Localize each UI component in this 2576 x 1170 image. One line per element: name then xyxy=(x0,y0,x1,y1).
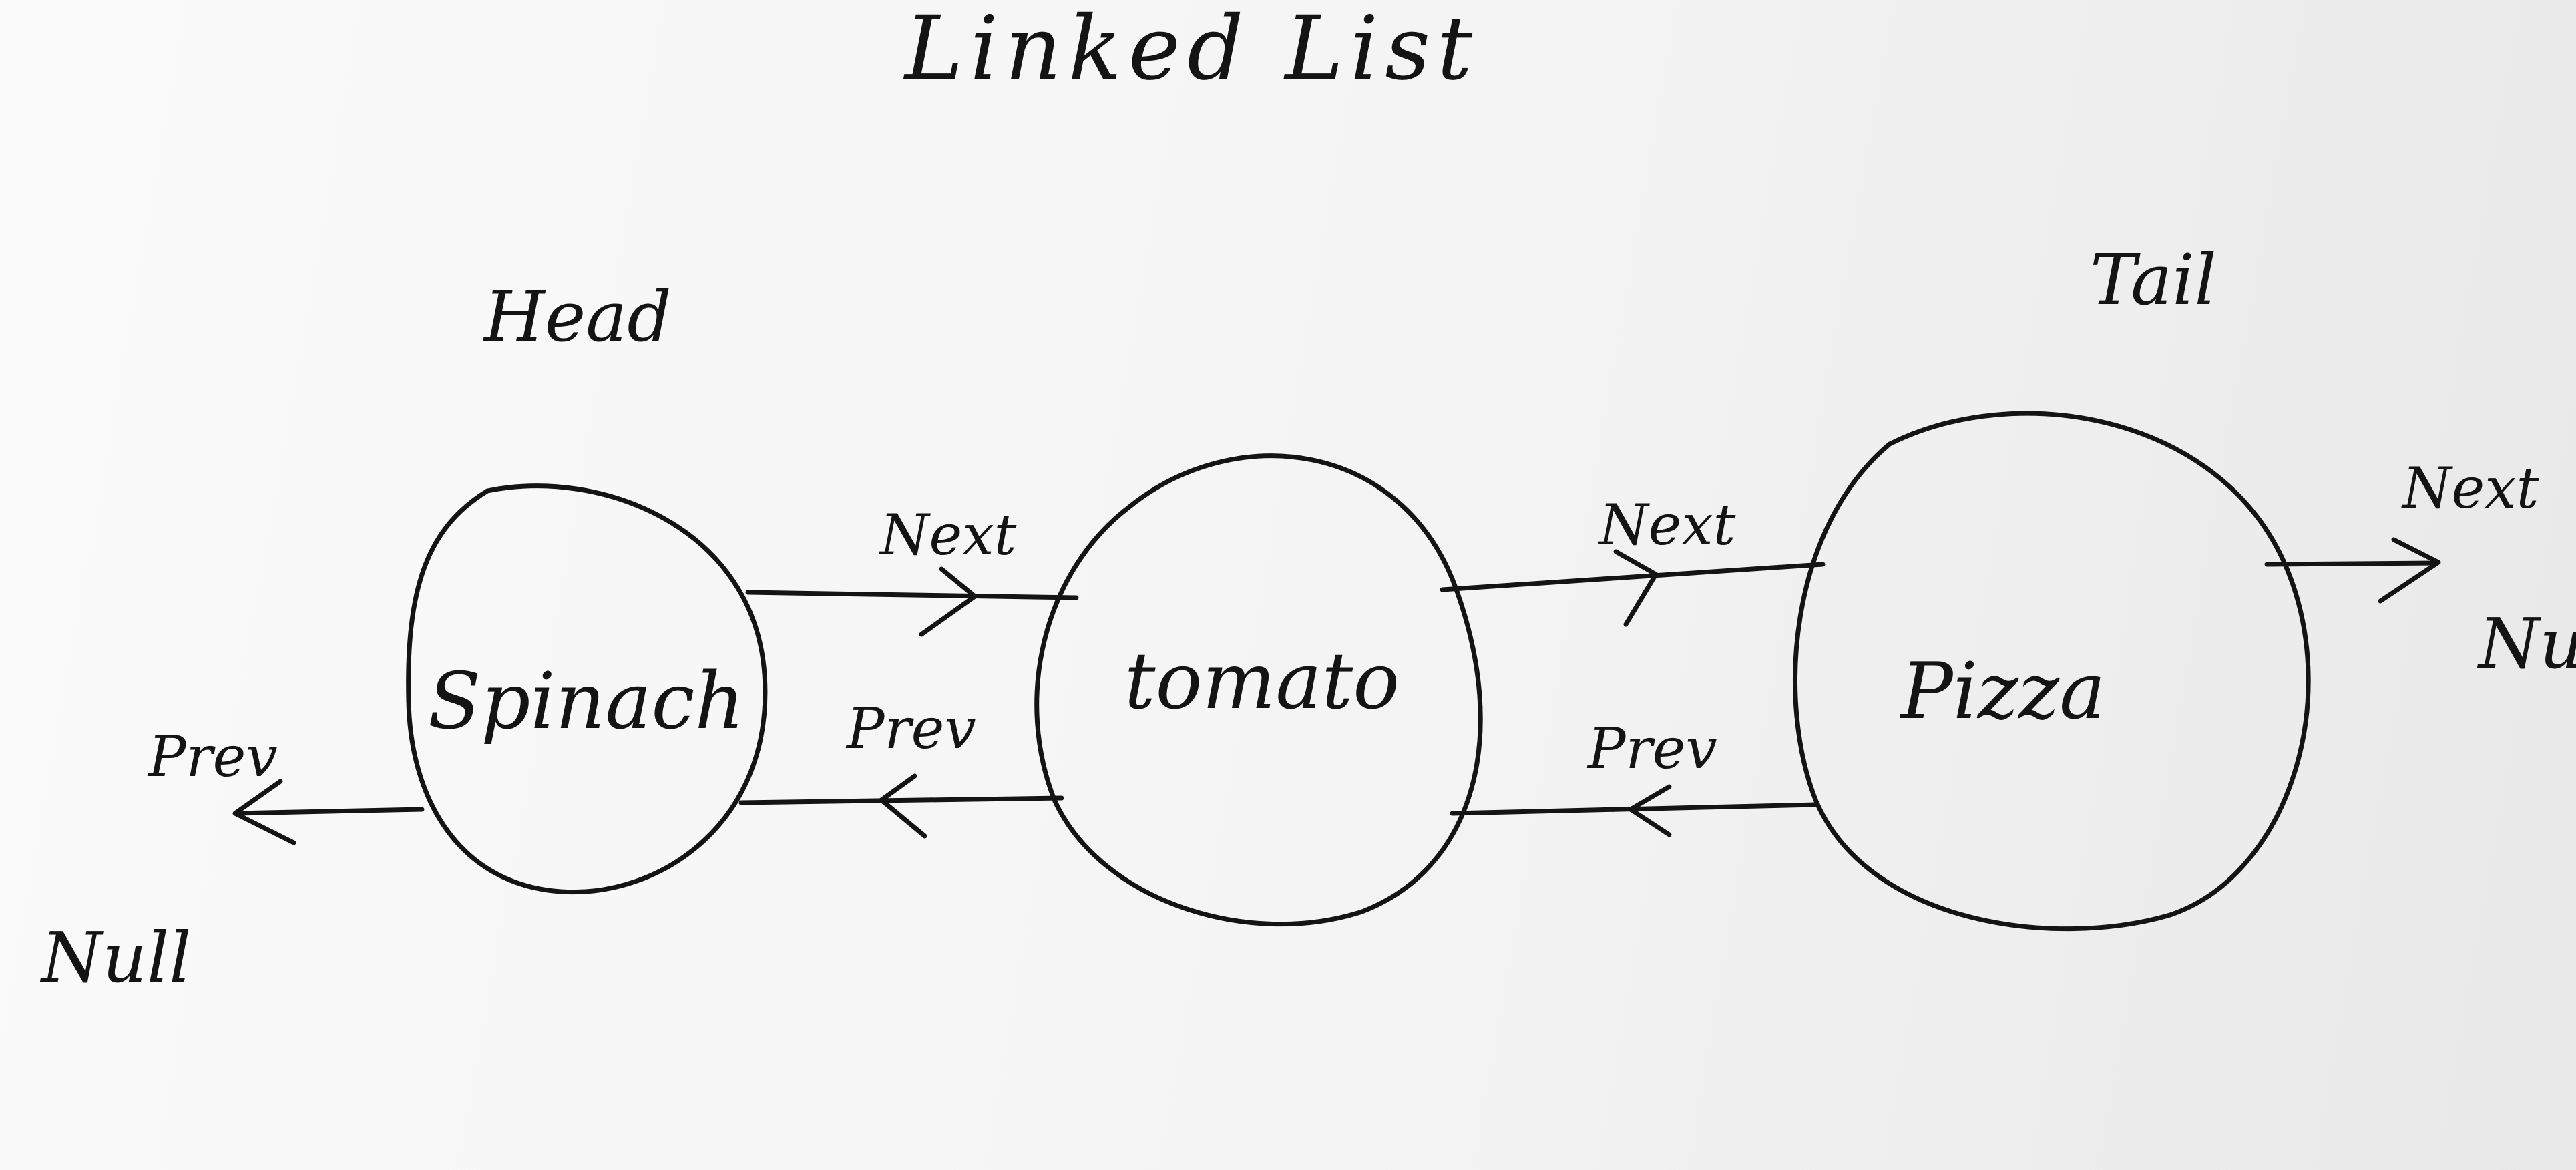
node-label: Pizza xyxy=(1900,646,2106,737)
arrow-line xyxy=(2264,560,2440,567)
pointer-label: Next xyxy=(879,502,1017,568)
tail-label: Tail xyxy=(2090,239,2217,321)
pointer-label: Prev xyxy=(845,696,976,761)
arrow-line xyxy=(234,807,425,816)
pointer-label: Prev xyxy=(1586,716,1717,781)
arrow-head xyxy=(1628,784,1672,837)
tail-next-pointer: Next xyxy=(2264,455,2539,604)
null-left: Null xyxy=(39,917,192,998)
pointer-label: Next xyxy=(1598,492,1736,558)
null-right: Null xyxy=(2477,603,2576,685)
arrow-head xyxy=(879,773,927,839)
next-pointer-1: Next xyxy=(745,502,1079,637)
pointer-label: Prev xyxy=(147,724,278,789)
node-spinach: Spinach xyxy=(406,483,768,895)
node-label: Spinach xyxy=(428,656,744,747)
node-circle xyxy=(1793,411,2311,932)
arrow-line xyxy=(1440,562,1826,592)
node-tomato: tomato xyxy=(1034,453,1483,927)
head-prev-pointer: Prev xyxy=(147,724,425,845)
node-circle xyxy=(406,483,768,895)
arrow-head xyxy=(232,779,296,845)
arrow-head xyxy=(1613,549,1659,627)
arrow-head xyxy=(2378,537,2441,604)
node-circle xyxy=(1034,453,1483,927)
node-label: tomato xyxy=(1124,636,1400,727)
diagram-title: Linked List xyxy=(903,0,1479,100)
head-label: Head xyxy=(483,276,672,357)
prev-pointer-1: Prev xyxy=(738,696,1064,839)
arrow-line xyxy=(745,590,1079,600)
next-pointer-2: Next xyxy=(1440,492,1826,627)
prev-pointer-2: Prev xyxy=(1450,716,1819,837)
node-pizza: Pizza xyxy=(1793,411,2311,932)
pointer-label: Next xyxy=(2401,455,2539,521)
arrow-line xyxy=(738,795,1064,805)
arrow-head xyxy=(919,566,978,637)
